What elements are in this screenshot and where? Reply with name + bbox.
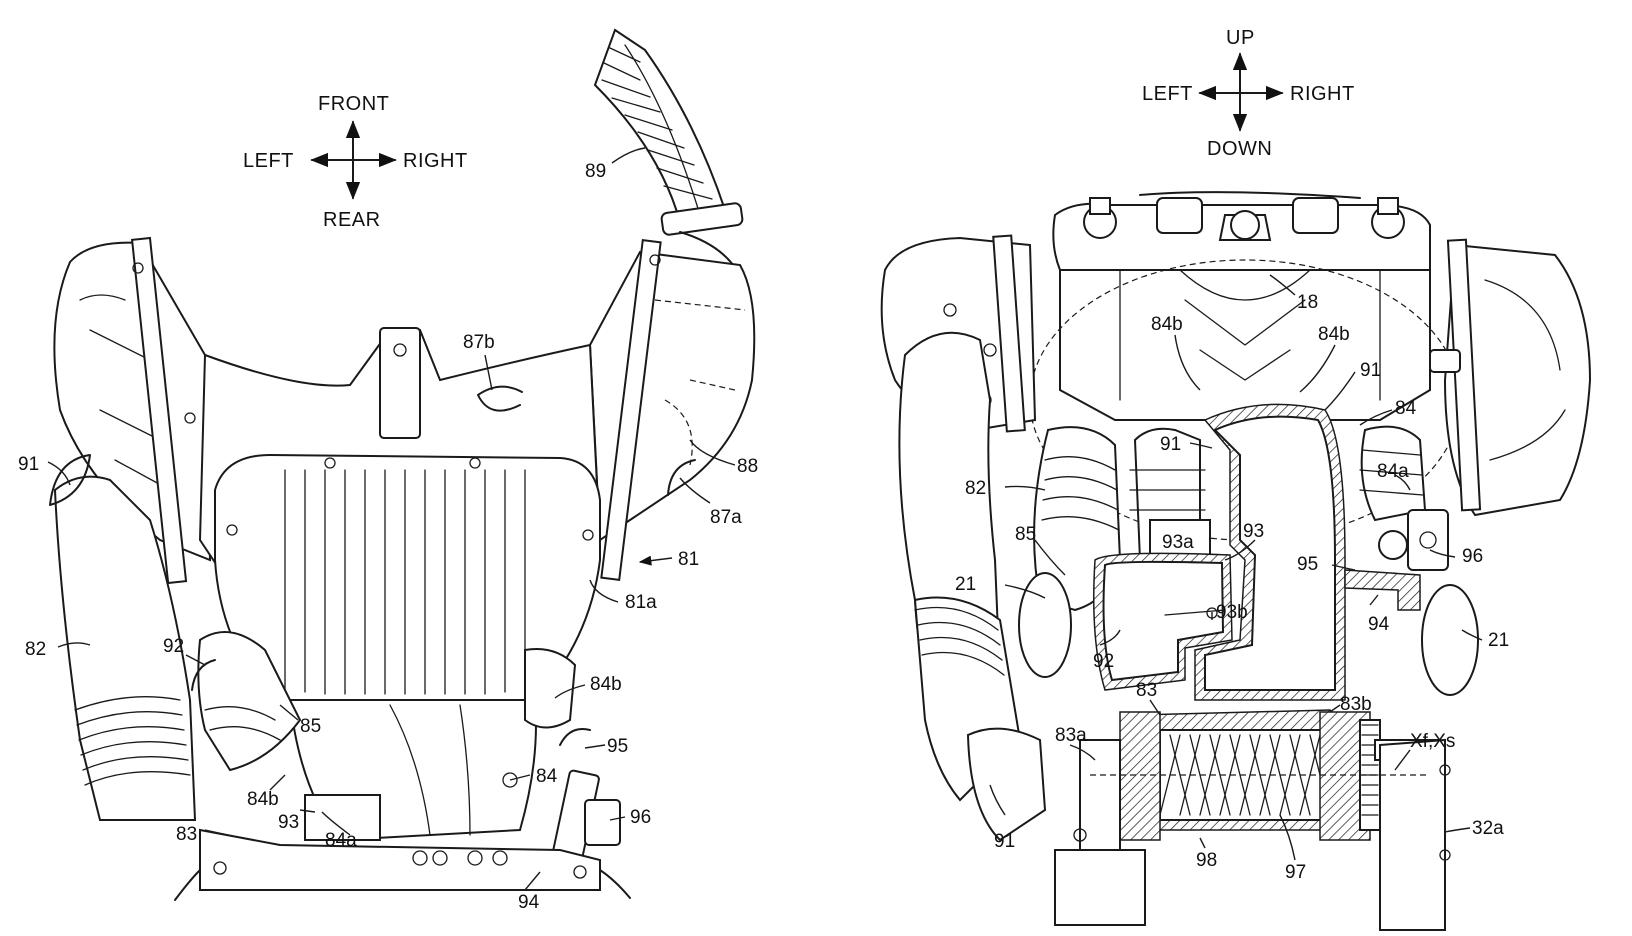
label-84b-r-left: 84b (1151, 314, 1183, 335)
label-81a: 81a (625, 592, 657, 613)
label-81: 81 (678, 549, 699, 570)
arc-92 (191, 659, 216, 691)
label-84b-left: 84b (247, 789, 279, 810)
label-98-r: 98 (1196, 850, 1217, 871)
right-figure-front-view: UP DOWN LEFT RIGHT (880, 27, 1592, 931)
label-93b-r: 93b (1216, 602, 1248, 623)
label-84: 84 (536, 766, 558, 787)
compass-right: RIGHT (403, 150, 468, 172)
base-frame-left (174, 828, 631, 901)
label-84-r: 84 (1395, 398, 1417, 419)
compass-up: UP (1226, 27, 1255, 49)
compass-right-r: RIGHT (1290, 83, 1355, 105)
right-leader-lines (989, 274, 1483, 861)
label-84a: 84a (325, 830, 357, 851)
label-18: 18 (1297, 292, 1318, 313)
duct-82 (53, 475, 197, 821)
label-82-r: 82 (965, 478, 986, 499)
label-95-r: 95 (1297, 554, 1318, 575)
cylinder-head-cover (198, 327, 602, 701)
label-87a: 87a (710, 507, 742, 528)
left-leader-lines (47, 147, 736, 891)
compass-front-rear: FRONT REAR LEFT RIGHT (243, 93, 468, 231)
label-91-r-mid: 91 (1160, 434, 1181, 455)
label-85: 85 (300, 716, 321, 737)
compass-down: DOWN (1207, 138, 1272, 160)
housing-83 (1054, 709, 1451, 931)
label-84b-r-right: 84b (1318, 324, 1350, 345)
arc-87a (667, 459, 696, 496)
arc-91-left (49, 454, 91, 506)
bridge-18 (1052, 191, 1431, 271)
left-airbox (53, 236, 212, 585)
label-96-r: 96 (1462, 546, 1483, 567)
connector-84a-front (1344, 425, 1479, 696)
label-83: 83 (176, 824, 197, 845)
intake-duct-89 (593, 28, 750, 421)
label-91: 91 (18, 454, 39, 475)
label-83-r: 83 (1136, 680, 1157, 701)
label-95: 95 (607, 736, 628, 757)
label-21-r-right: 21 (1488, 630, 1509, 651)
label-92: 92 (163, 636, 184, 657)
manifold-84-section (1093, 403, 1346, 701)
label-88: 88 (737, 456, 758, 477)
label-82: 82 (25, 639, 46, 660)
label-84b-right: 84b (590, 674, 622, 695)
compass-left-r: LEFT (1142, 83, 1193, 105)
label-84a-r: 84a (1377, 461, 1409, 482)
duct-82-front (898, 331, 1047, 842)
right-airbox-front (1429, 238, 1592, 517)
arc-95 (559, 728, 591, 746)
label-83a-r: 83a (1055, 725, 1087, 746)
label-94-r: 94 (1368, 614, 1390, 635)
label-87b: 87b (463, 332, 495, 353)
compass-left: LEFT (243, 150, 294, 172)
label-89: 89 (585, 161, 606, 182)
label-83b-r: 83b (1340, 694, 1372, 715)
label-96: 96 (630, 807, 651, 828)
compass-up-down: UP DOWN LEFT RIGHT (1142, 27, 1355, 160)
label-93: 93 (278, 812, 299, 833)
label-91-r-bot: 91 (994, 831, 1015, 852)
label-94: 94 (518, 892, 540, 913)
manifold-84 (288, 699, 537, 842)
left-figure-top-view: FRONT REAR LEFT RIGHT (18, 28, 758, 913)
label-32a-r: 32a (1472, 818, 1504, 839)
label-xf-xs: Xf,Xs (1410, 731, 1455, 752)
label-21-r-left: 21 (955, 574, 976, 595)
label-91-r-top: 91 (1360, 360, 1381, 381)
label-92-r: 92 (1093, 651, 1114, 672)
valve-96 (550, 769, 621, 870)
label-85-r: 85 (1015, 524, 1036, 545)
cover-fins (284, 469, 526, 695)
label-93a-r: 93a (1162, 532, 1194, 553)
label-97-r: 97 (1285, 862, 1306, 883)
compass-front: FRONT (318, 93, 389, 115)
compass-rear: REAR (323, 209, 381, 231)
right-airbox (588, 239, 756, 581)
connector-85 (197, 631, 577, 772)
arc-87b (477, 385, 523, 412)
label-93-r: 93 (1243, 521, 1264, 542)
